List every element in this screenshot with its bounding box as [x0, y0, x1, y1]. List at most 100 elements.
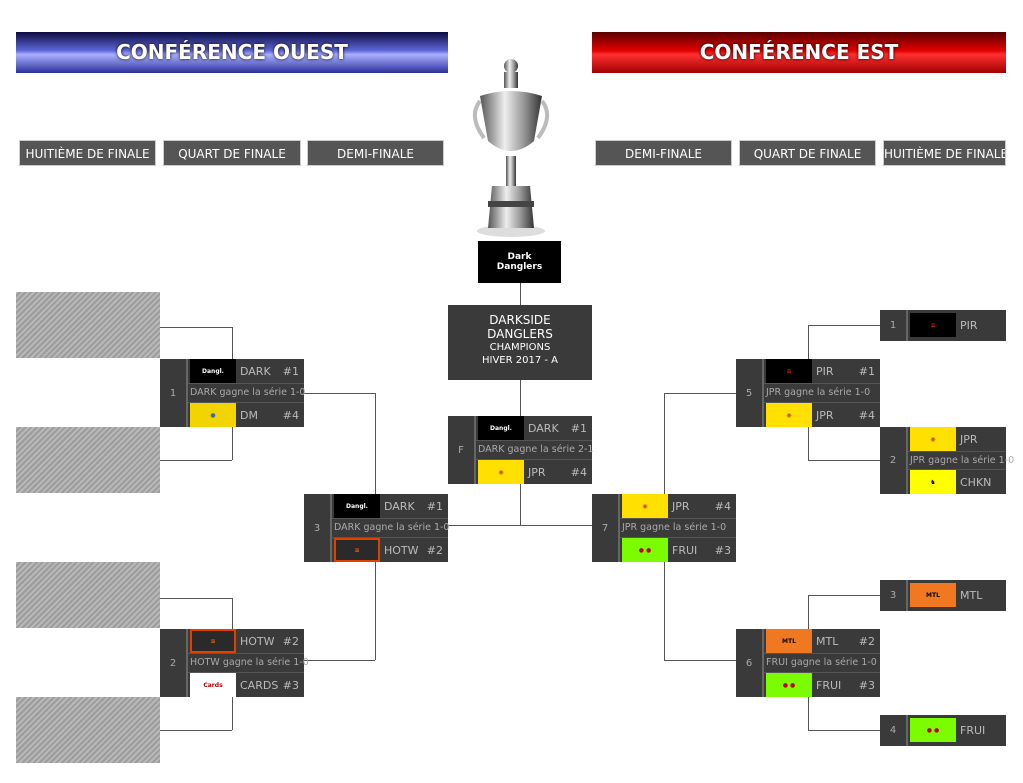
round-tab-east-quarter[interactable]: QUART DE FINALE	[739, 140, 876, 166]
team-abbr: DARK	[240, 364, 271, 378]
team-row[interactable]: ≡PIR	[908, 313, 1006, 337]
team-seed: #3	[714, 543, 731, 557]
match-number: F	[448, 416, 476, 484]
team-seed: #2	[426, 543, 443, 557]
team-logo: Cards	[190, 673, 236, 697]
connector-line	[520, 484, 521, 525]
connector-line	[160, 730, 232, 731]
team-logo: ● ●	[910, 718, 956, 742]
team-abbr: DM	[240, 408, 258, 422]
champion-name-2: DANGLERS	[487, 327, 553, 341]
series-result: DARK gagne la série 1-0	[190, 387, 306, 398]
team-seed: #1	[282, 364, 299, 378]
round-tab-west-quarter[interactable]: QUART DE FINALE	[163, 140, 301, 166]
single-team-box[interactable]: 4● ●FRUI	[880, 715, 1006, 746]
connector-line	[808, 595, 809, 629]
series-result: HOTW gagne la série 1-0	[190, 657, 309, 668]
team-row[interactable]: ●DM#4	[188, 402, 304, 427]
round-tab-west-semi[interactable]: DEMI-FINALE	[307, 140, 444, 166]
round-tab-east-semi[interactable]: DEMI-FINALE	[595, 140, 732, 166]
connector-line	[232, 327, 233, 359]
team-logo: ♞	[910, 470, 956, 494]
team-seed: #2	[858, 634, 875, 648]
team-row[interactable]: ● ●FRUI#3	[620, 537, 736, 562]
team-logo: MTL	[766, 629, 812, 653]
connector-line	[520, 283, 521, 305]
team-row[interactable]: Dangl.DARK#1	[476, 416, 592, 441]
team-row[interactable]: ● ●FRUI	[908, 718, 1006, 742]
team-row[interactable]: ◉ JPR #4	[620, 494, 736, 519]
team-row[interactable]: Dangl. DARK #1	[188, 359, 304, 384]
team-row[interactable]: ◉JPR	[908, 427, 1006, 452]
team-row[interactable]: ◉JPR#4	[476, 459, 592, 484]
team-row[interactable]: ≋HOTW#2	[332, 537, 448, 562]
connector-line	[232, 697, 233, 730]
team-row[interactable]: Dangl.DARK#1	[332, 494, 448, 519]
team-row[interactable]: ≋HOTW#2	[188, 629, 304, 654]
connector-line	[808, 325, 880, 326]
team-abbr: JPR	[816, 408, 834, 422]
team-seed: #4	[858, 408, 875, 422]
team-logo: ≋	[334, 538, 380, 562]
team-row[interactable]: ● ●FRUI#3	[764, 672, 880, 697]
team-logo: ◉	[910, 427, 956, 451]
connector-line	[808, 697, 809, 730]
team-seed: #4	[570, 465, 587, 479]
team-logo: ◉	[622, 494, 668, 518]
series-result: FRUI gagne la série 1-0	[766, 657, 877, 668]
conference-east-header: CONFÉRENCE EST	[592, 32, 1006, 73]
connector-line	[448, 525, 592, 526]
team-abbr: PIR	[816, 364, 834, 378]
champion-label: CHAMPIONS	[489, 342, 551, 353]
connector-line	[375, 562, 376, 660]
team-abbr: PIR	[960, 318, 978, 332]
team-logo: Dangl.	[190, 359, 236, 383]
connector-line	[232, 427, 233, 460]
team-row[interactable]: ≡PIR#1	[764, 359, 880, 384]
connector-line	[664, 660, 736, 661]
empty-slot	[16, 292, 160, 358]
team-seed: #4	[714, 499, 731, 513]
series-result: DARK gagne la série 1-0	[334, 522, 450, 533]
series-result: DARK gagne la série 2-1	[478, 444, 594, 455]
connector-line	[808, 325, 809, 359]
team-seed: #1	[570, 421, 587, 435]
team-row[interactable]: ♞ CHKN	[908, 469, 1006, 494]
single-team-box[interactable]: 1≡PIR	[880, 310, 1006, 341]
team-row[interactable]: ◉JPR#4	[764, 402, 880, 427]
team-abbr: JPR	[672, 499, 690, 513]
team-abbr: DARK	[384, 499, 415, 513]
team-seed: #1	[858, 364, 875, 378]
connector-line	[160, 598, 232, 599]
team-seed: #2	[282, 634, 299, 648]
connector-line	[808, 595, 880, 596]
team-abbr: CHKN	[960, 475, 992, 489]
team-logo: ● ●	[766, 673, 812, 697]
match-number: 5	[736, 359, 764, 427]
match-number: 7	[592, 494, 620, 562]
team-logo: Dangl.	[478, 416, 524, 440]
round-tab-west-r16[interactable]: HUITIÈME DE FINALE	[19, 140, 156, 166]
connector-line	[664, 393, 665, 494]
connector-line	[664, 562, 665, 660]
team-seed: #3	[858, 678, 875, 692]
round-tab-east-r16[interactable]: HUITIÈME DE FINALE	[883, 140, 1006, 166]
team-abbr: FRUI	[672, 543, 698, 557]
team-abbr: HOTW	[240, 634, 275, 648]
connector-line	[375, 393, 376, 494]
connector-line	[160, 460, 232, 461]
match-number: 3	[880, 580, 908, 611]
